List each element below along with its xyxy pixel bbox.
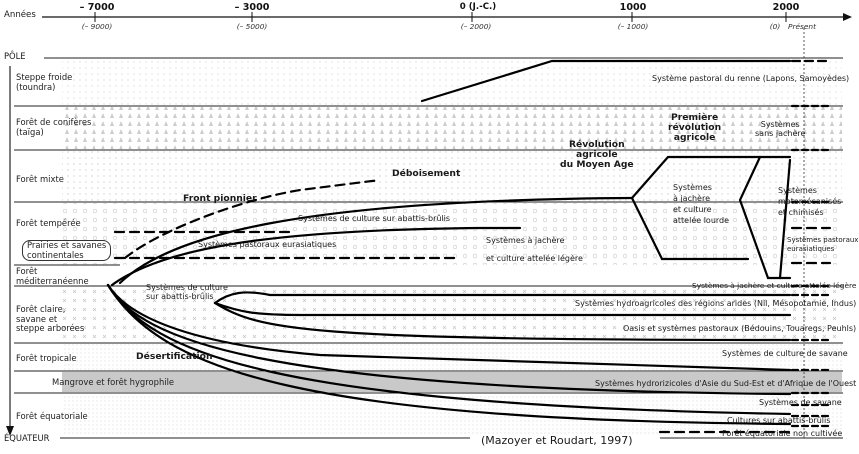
zone-equatoriale: Forêt équatoriale bbox=[16, 411, 88, 421]
system-hydrorizicoles: Systèmes hydrorizicoles d'Asie du Sud-Es… bbox=[595, 379, 857, 388]
tick-minus-3000: – 3000 bbox=[234, 2, 270, 13]
event-front-pionnier: Front pionnier bbox=[183, 193, 257, 204]
tick-0: 0 (J.-C.) bbox=[459, 2, 497, 12]
equator-label: ÉQUATEUR bbox=[4, 433, 50, 443]
line-north-end bbox=[790, 104, 832, 372]
system-savane: Systèmes de savane bbox=[759, 398, 842, 407]
zone-textures bbox=[62, 59, 842, 434]
zone-boundaries bbox=[14, 57, 843, 439]
tick-minus-7000: – 7000 bbox=[79, 2, 115, 13]
system-pastoraux-euras-2: Systèmes pastoraux eurasiatiques bbox=[787, 236, 859, 253]
event-premiere-revolution: Première révolution agricole bbox=[668, 112, 722, 143]
subtick-minus-9000: (– 9000) bbox=[81, 22, 113, 31]
system-motomecanises: Systèmes motomécanisés et chimisés bbox=[778, 186, 842, 217]
line-jachere-bot bbox=[630, 196, 750, 261]
zone-mixte: Forêt mixte bbox=[16, 174, 64, 184]
system-jachere-lourde: Systèmes à jachère et culture attelée lo… bbox=[673, 183, 730, 225]
zone-mangrove: Mangrove et forêt hygrophile bbox=[52, 377, 175, 387]
zone-taiga: Forêt de conifères (taïga) bbox=[16, 117, 92, 137]
line-hydro-bot bbox=[213, 301, 792, 317]
texture-taiga bbox=[62, 107, 842, 149]
subtick-minus-1000: (– 1000) bbox=[617, 22, 649, 31]
axis-years-label: Années bbox=[4, 10, 36, 20]
event-desertification: Désertification bbox=[136, 351, 213, 362]
system-jachere-legere-2: Systèmes à jachère et culture attelée lé… bbox=[692, 281, 857, 290]
line-savane-2 bbox=[106, 283, 792, 396]
zone-savane: Forêt claire, savane et steppe arborées bbox=[16, 304, 85, 333]
texture-steppe bbox=[62, 59, 842, 105]
zone-temperee: Forêt tempérée bbox=[16, 218, 81, 228]
latitude-axis bbox=[6, 66, 14, 436]
subtick-minus-2000: (– 2000) bbox=[460, 22, 492, 31]
line-eq-2 bbox=[106, 283, 792, 426]
line-renne bbox=[420, 59, 792, 103]
system-culture-savane: Systèmes de culture de savane bbox=[722, 349, 848, 358]
line-savane-1 bbox=[106, 283, 792, 372]
zone-prairies: Prairies et savanes continentales bbox=[22, 240, 112, 261]
texture-equatoriale bbox=[62, 394, 842, 434]
texture-mixte bbox=[62, 151, 842, 201]
system-foret-non-cultivee: Forêt équatoriale non cultivée bbox=[722, 429, 843, 438]
zone-steppe: Steppe froide (toundra) bbox=[16, 72, 73, 92]
tick-1000: 1000 bbox=[619, 2, 647, 13]
line-north-upper bbox=[118, 196, 634, 285]
time-axis bbox=[42, 12, 852, 22]
tick-2000: 2000 bbox=[772, 2, 800, 13]
system-jachere-legere: Systèmes à jachère et culture attelée lé… bbox=[486, 236, 583, 263]
system-abattis-eq: Cultures sur abattis-brûlis bbox=[727, 416, 831, 425]
source-citation: (Mazoyer et Roudart, 1997) bbox=[478, 434, 636, 447]
line-pastoral-right bbox=[790, 226, 832, 265]
system-pastoraux-euras: Systèmes pastoraux eurasiatiques bbox=[198, 240, 337, 249]
event-revolution-ma: Révolution agricole du Moyen Age bbox=[560, 139, 634, 170]
line-front bbox=[123, 178, 382, 260]
line-eq-end bbox=[790, 391, 832, 428]
present-label: Présent bbox=[787, 22, 817, 31]
evolution-lines bbox=[106, 59, 832, 434]
line-jachere-top bbox=[630, 155, 792, 200]
system-oasis: Oasis et systèmes pastoraux (Bédouins, T… bbox=[623, 324, 857, 333]
line-oasis bbox=[213, 301, 792, 342]
pole-label: PÔLE bbox=[4, 51, 26, 61]
system-hydroagricoles: Systèmes hydroagricoles des régions arid… bbox=[575, 299, 857, 308]
system-sans-jachere: Systèmes sans jachère bbox=[755, 120, 806, 138]
zone-tropicale: Forêt tropicale bbox=[16, 353, 77, 363]
system-abattis-temperee: Systèmes de culture sur abattis-brûlis bbox=[298, 214, 451, 223]
subtick-minus-5000: (– 5000) bbox=[236, 22, 268, 31]
event-deboisement: Déboisement bbox=[392, 168, 461, 179]
line-north-lower bbox=[110, 226, 522, 287]
system-renne: Système pastoral du renne (Lapons, Samoy… bbox=[652, 74, 850, 83]
line-motomec bbox=[738, 155, 792, 280]
subtick-0: (0) bbox=[769, 22, 781, 31]
zone-mediterraneenne: Forêt méditerranéenne bbox=[16, 266, 89, 286]
system-abattis-med: Systèmes de culture sur abattis-brûlis bbox=[146, 283, 228, 301]
texture-temperee bbox=[62, 203, 842, 265]
line-hydro-top bbox=[213, 291, 792, 305]
